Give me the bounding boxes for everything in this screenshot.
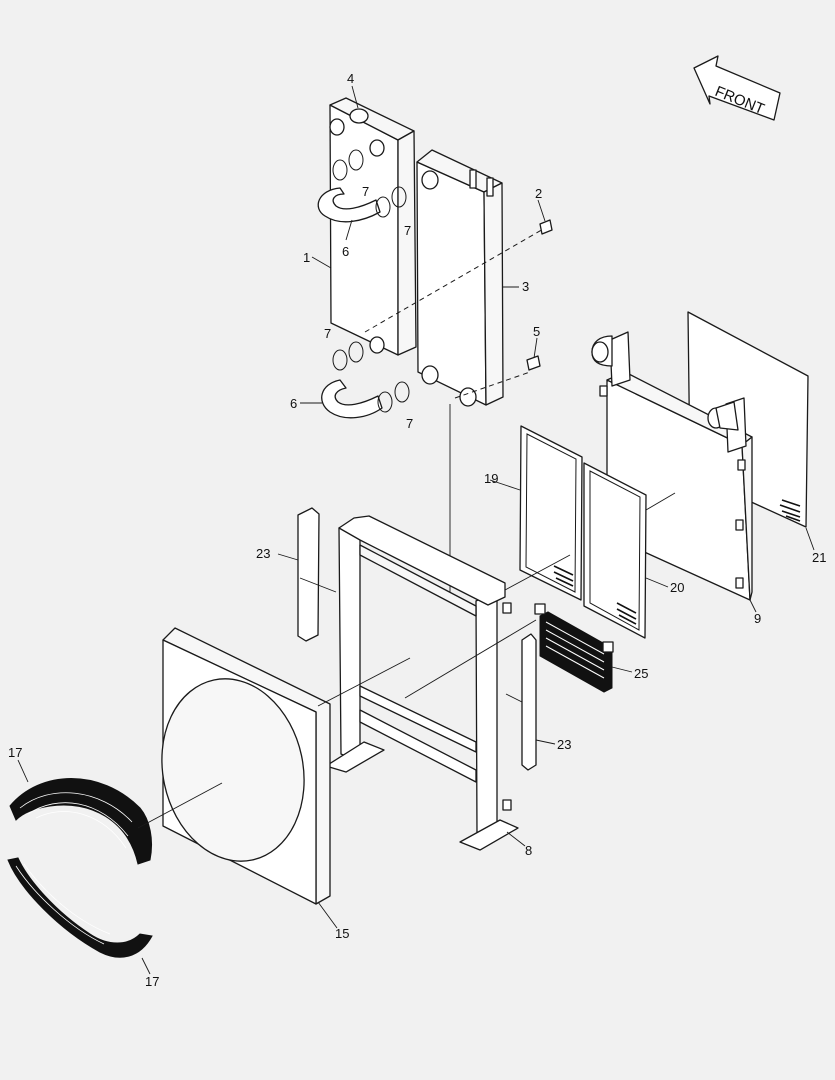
callout-17-upper: 17	[8, 745, 22, 760]
callout-23-right: 23	[557, 737, 571, 752]
part-23-brace-left	[297, 507, 320, 642]
callout-4: 4	[347, 71, 354, 86]
align-line-lower	[454, 371, 531, 399]
callout-1: 1	[303, 250, 310, 265]
part-3-radiator	[416, 149, 504, 407]
callout-labels: 4 2 1 3 5 6 6 7 7 7 7 19 20 21 9 23 23 2…	[8, 71, 826, 989]
callout-7-a: 7	[362, 184, 369, 199]
part-23-brace-right	[521, 633, 537, 771]
part-6-hose-upper	[317, 187, 381, 223]
callout-9: 9	[754, 611, 761, 626]
callout-6-lower: 6	[290, 396, 297, 411]
part-8-frame	[325, 515, 519, 851]
callout-3: 3	[522, 279, 529, 294]
callout-20: 20	[670, 580, 684, 595]
callout-19: 19	[484, 471, 498, 486]
part-2-bracket	[539, 219, 553, 235]
part-5-bracket	[526, 355, 541, 371]
leader-lines	[17, 85, 815, 975]
callout-25: 25	[634, 666, 648, 681]
callout-7-c: 7	[324, 326, 331, 341]
callout-17-lower: 17	[145, 974, 159, 989]
callout-6-upper: 6	[342, 244, 349, 259]
part-19-panel	[519, 425, 583, 601]
callout-5: 5	[533, 324, 540, 339]
part-7-clamps	[332, 149, 410, 413]
callout-23-left: 23	[256, 546, 270, 561]
callout-2: 2	[535, 186, 542, 201]
part-6-hose-lower	[321, 379, 383, 419]
callout-15: 15	[335, 926, 349, 941]
part-25-oil-cooler	[534, 603, 614, 693]
callout-7-b: 7	[404, 223, 411, 238]
callout-7-d: 7	[406, 416, 413, 431]
part-20-panel	[583, 462, 647, 639]
callout-8: 8	[525, 843, 532, 858]
part-15-shroud	[161, 627, 331, 905]
part-17-guard-lower	[7, 857, 153, 958]
front-arrow: FRONT	[693, 55, 781, 121]
callout-21: 21	[812, 550, 826, 565]
align-line-upper	[364, 227, 546, 333]
part-17-guard-upper	[9, 778, 153, 865]
